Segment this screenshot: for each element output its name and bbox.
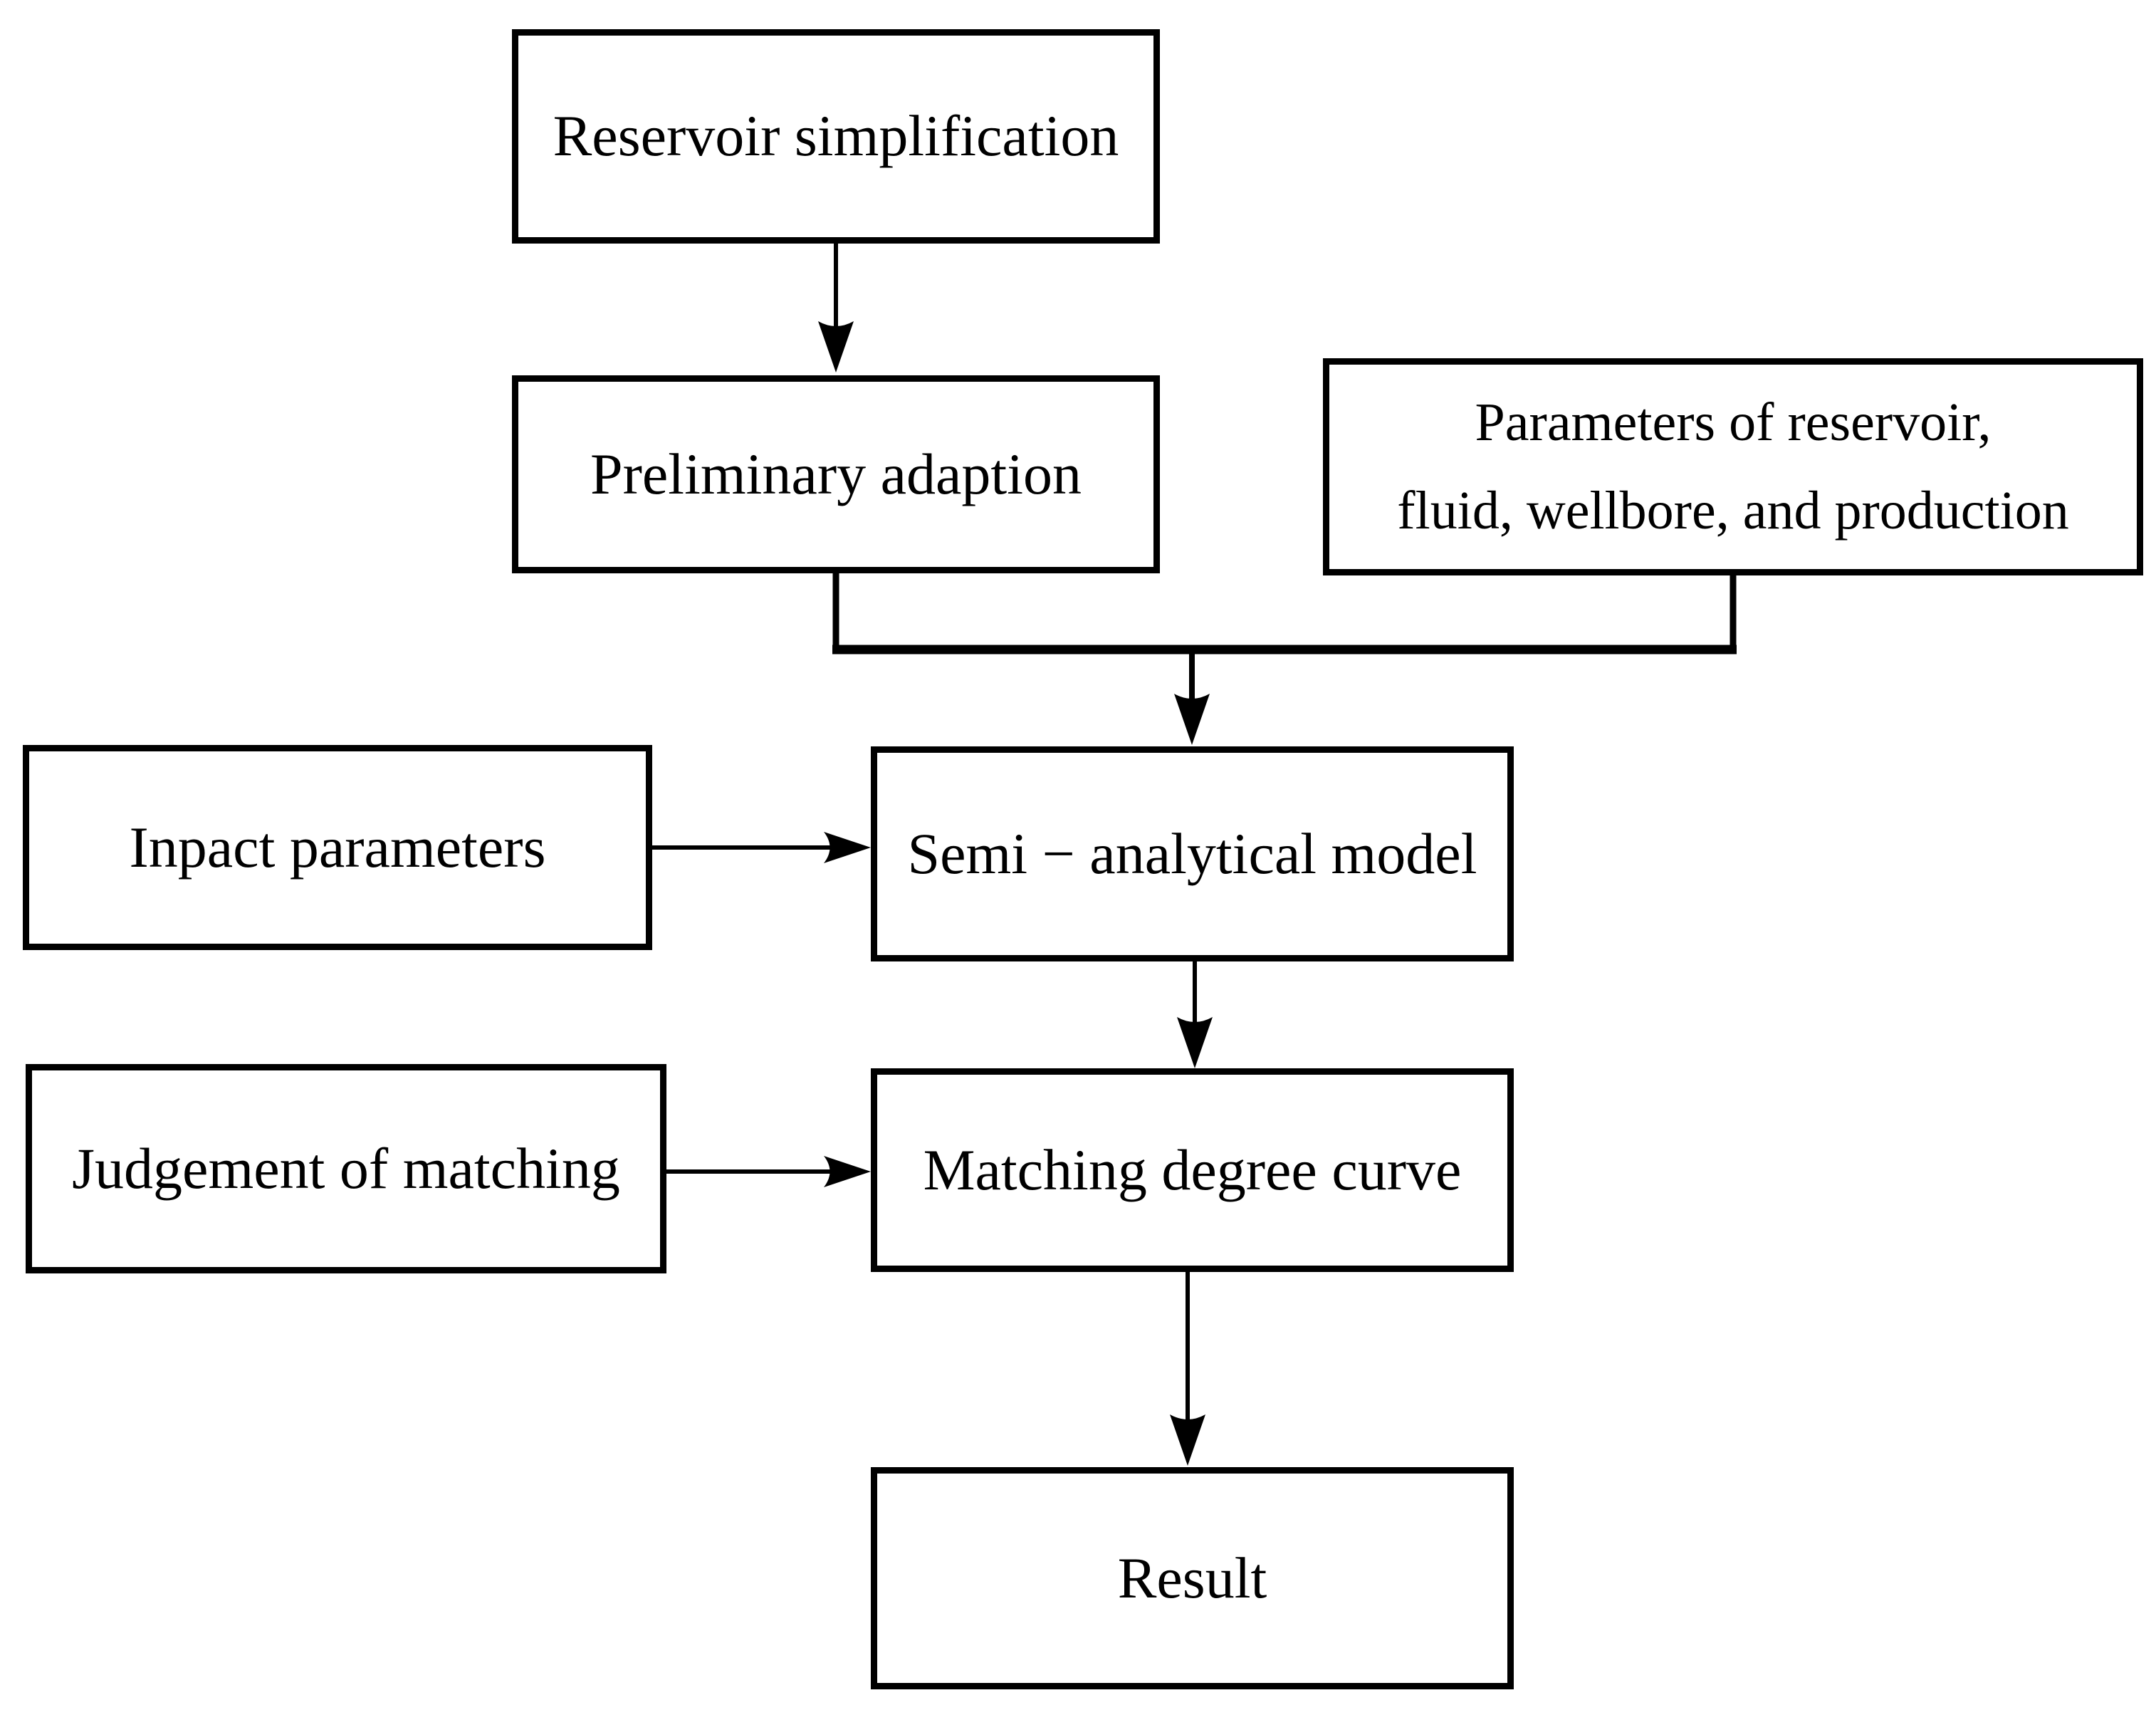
arrow-semi-to-matching-head bbox=[1177, 1017, 1213, 1068]
node-judgement-of-matching: Judgement of matching bbox=[26, 1064, 666, 1273]
node-parameters-of-reservoir-label: Parameters of reservoir, fluid, wellbore… bbox=[1397, 392, 2069, 541]
node-matching-degree-curve-label: Matching degree curve bbox=[923, 1137, 1462, 1202]
node-inpact-parameters-label: Inpact parameters bbox=[129, 814, 546, 880]
node-result: Result bbox=[871, 1467, 1514, 1689]
node-result-label: Result bbox=[1117, 1545, 1267, 1610]
arrow-reservoir-to-preliminary-head bbox=[818, 321, 854, 372]
node-judgement-of-matching-label: Judgement of matching bbox=[72, 1135, 620, 1201]
arrow-merge-to-semi-head bbox=[1174, 694, 1210, 745]
node-preliminary-adaption: Preliminary adaption bbox=[512, 375, 1160, 573]
node-inpact-parameters: Inpact parameters bbox=[23, 745, 652, 950]
node-reservoir-simplification: Reservoir simplification bbox=[512, 29, 1160, 244]
arrow-matching-to-result-head bbox=[1170, 1414, 1205, 1466]
arrow-judgement-to-matching-head bbox=[824, 1156, 871, 1187]
node-preliminary-adaption-label: Preliminary adaption bbox=[590, 441, 1082, 506]
node-reservoir-simplification-label: Reservoir simplification bbox=[553, 103, 1119, 169]
node-matching-degree-curve: Matching degree curve bbox=[871, 1068, 1514, 1272]
node-parameters-of-reservoir: Parameters of reservoir, fluid, wellbore… bbox=[1323, 358, 2143, 575]
node-semi-analytical-model: Semi − analytical model bbox=[871, 746, 1514, 961]
arrow-inpact-to-semi-head bbox=[824, 832, 871, 863]
node-semi-analytical-model-label: Semi − analytical model bbox=[907, 820, 1477, 886]
